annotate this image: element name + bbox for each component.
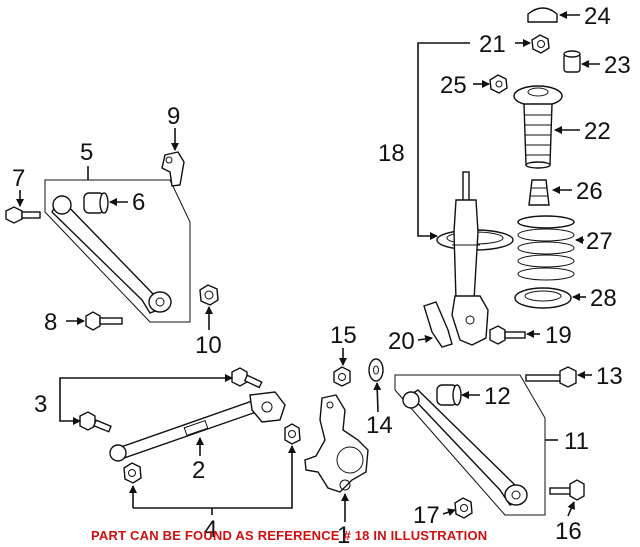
part-3-bolt-lower xyxy=(79,411,112,433)
callout-2: 2 xyxy=(192,457,205,484)
part-4-nut-right xyxy=(284,423,301,445)
part-9-bracket xyxy=(161,151,185,187)
callout-1: 1 xyxy=(337,522,350,547)
part-6-bushing xyxy=(83,192,109,214)
part-4-nut-left xyxy=(123,462,142,484)
part-5-bracket-outline xyxy=(44,179,191,323)
part-19-bolt xyxy=(489,325,526,345)
part-15-nut xyxy=(333,366,351,387)
part-14-washer xyxy=(368,358,384,382)
callout-19: 19 xyxy=(545,322,572,349)
part-5-bushing-end-2 xyxy=(148,291,172,313)
callout-10: 10 xyxy=(195,332,222,359)
part-23-bushing xyxy=(563,50,581,73)
callout-28: 28 xyxy=(590,285,617,312)
part-10-nut xyxy=(199,284,219,306)
callout-8: 8 xyxy=(44,309,57,336)
part-21-nut xyxy=(531,34,550,54)
callout-24: 24 xyxy=(584,3,611,30)
callout-23: 23 xyxy=(604,52,631,79)
callout-22: 22 xyxy=(584,118,611,145)
part-7-bolt xyxy=(5,206,41,224)
callout-9: 9 xyxy=(167,103,180,130)
callout-20: 20 xyxy=(388,328,415,355)
callout-13: 13 xyxy=(596,363,623,390)
callout-21: 21 xyxy=(479,31,506,58)
callout-25: 25 xyxy=(440,72,467,99)
part-11-end-bushing xyxy=(504,484,528,506)
part-22-mount xyxy=(513,85,563,169)
part-28-insulator xyxy=(514,287,572,309)
upper-control-arm-group xyxy=(5,151,219,331)
callout-6: 6 xyxy=(132,189,145,216)
callout-7: 7 xyxy=(12,165,25,192)
part-26-bump-stop xyxy=(528,179,550,206)
callout-17: 17 xyxy=(413,502,440,529)
part-27-coil-spring xyxy=(517,215,575,281)
part-8-bolt xyxy=(85,311,123,331)
part-5-bushing-end xyxy=(52,195,72,215)
part-13-bolt xyxy=(525,366,577,388)
lower-arm-group xyxy=(79,367,301,484)
callout-3: 3 xyxy=(34,391,47,418)
callout-labels: 1 2 3 4 5 6 7 8 9 10 11 12 13 14 15 16 1… xyxy=(12,3,631,547)
callout-12: 12 xyxy=(484,383,511,410)
part-11-arm-group xyxy=(394,366,585,519)
callout-16: 16 xyxy=(555,518,582,545)
part-5-arm xyxy=(51,196,165,314)
part-1-knuckle xyxy=(304,394,369,493)
part-1-knuckle-group xyxy=(304,358,384,493)
part-18-strut-group xyxy=(423,171,526,348)
part-12-bushing xyxy=(436,384,462,406)
callout-18: 18 xyxy=(378,140,405,167)
part-20-link xyxy=(423,301,453,348)
footnote-text: PART CAN BE FOUND AS REFERENCE # 18 IN I… xyxy=(91,528,487,543)
callout-14: 14 xyxy=(366,412,393,439)
strut-lower-bracket xyxy=(451,295,489,346)
strut-upper-components xyxy=(489,7,581,309)
part-24-cap xyxy=(527,7,558,23)
part-2-bracket xyxy=(249,391,286,423)
part-2-arm xyxy=(116,399,264,459)
callout-15: 15 xyxy=(330,322,357,349)
callout-4: 4 xyxy=(204,516,217,543)
part-25-nut xyxy=(489,74,508,94)
callout-26: 26 xyxy=(576,178,603,205)
part-17-nut xyxy=(454,497,473,519)
part-3-bolt-upper xyxy=(231,367,263,389)
callout-27: 27 xyxy=(586,228,613,255)
part-2-end-bushing xyxy=(109,444,127,462)
leader-lines xyxy=(16,11,600,522)
callout-11: 11 xyxy=(564,428,589,455)
part-16-bolt xyxy=(549,479,585,501)
callout-5: 5 xyxy=(80,139,93,166)
part-11-bracket-outline xyxy=(394,374,546,516)
